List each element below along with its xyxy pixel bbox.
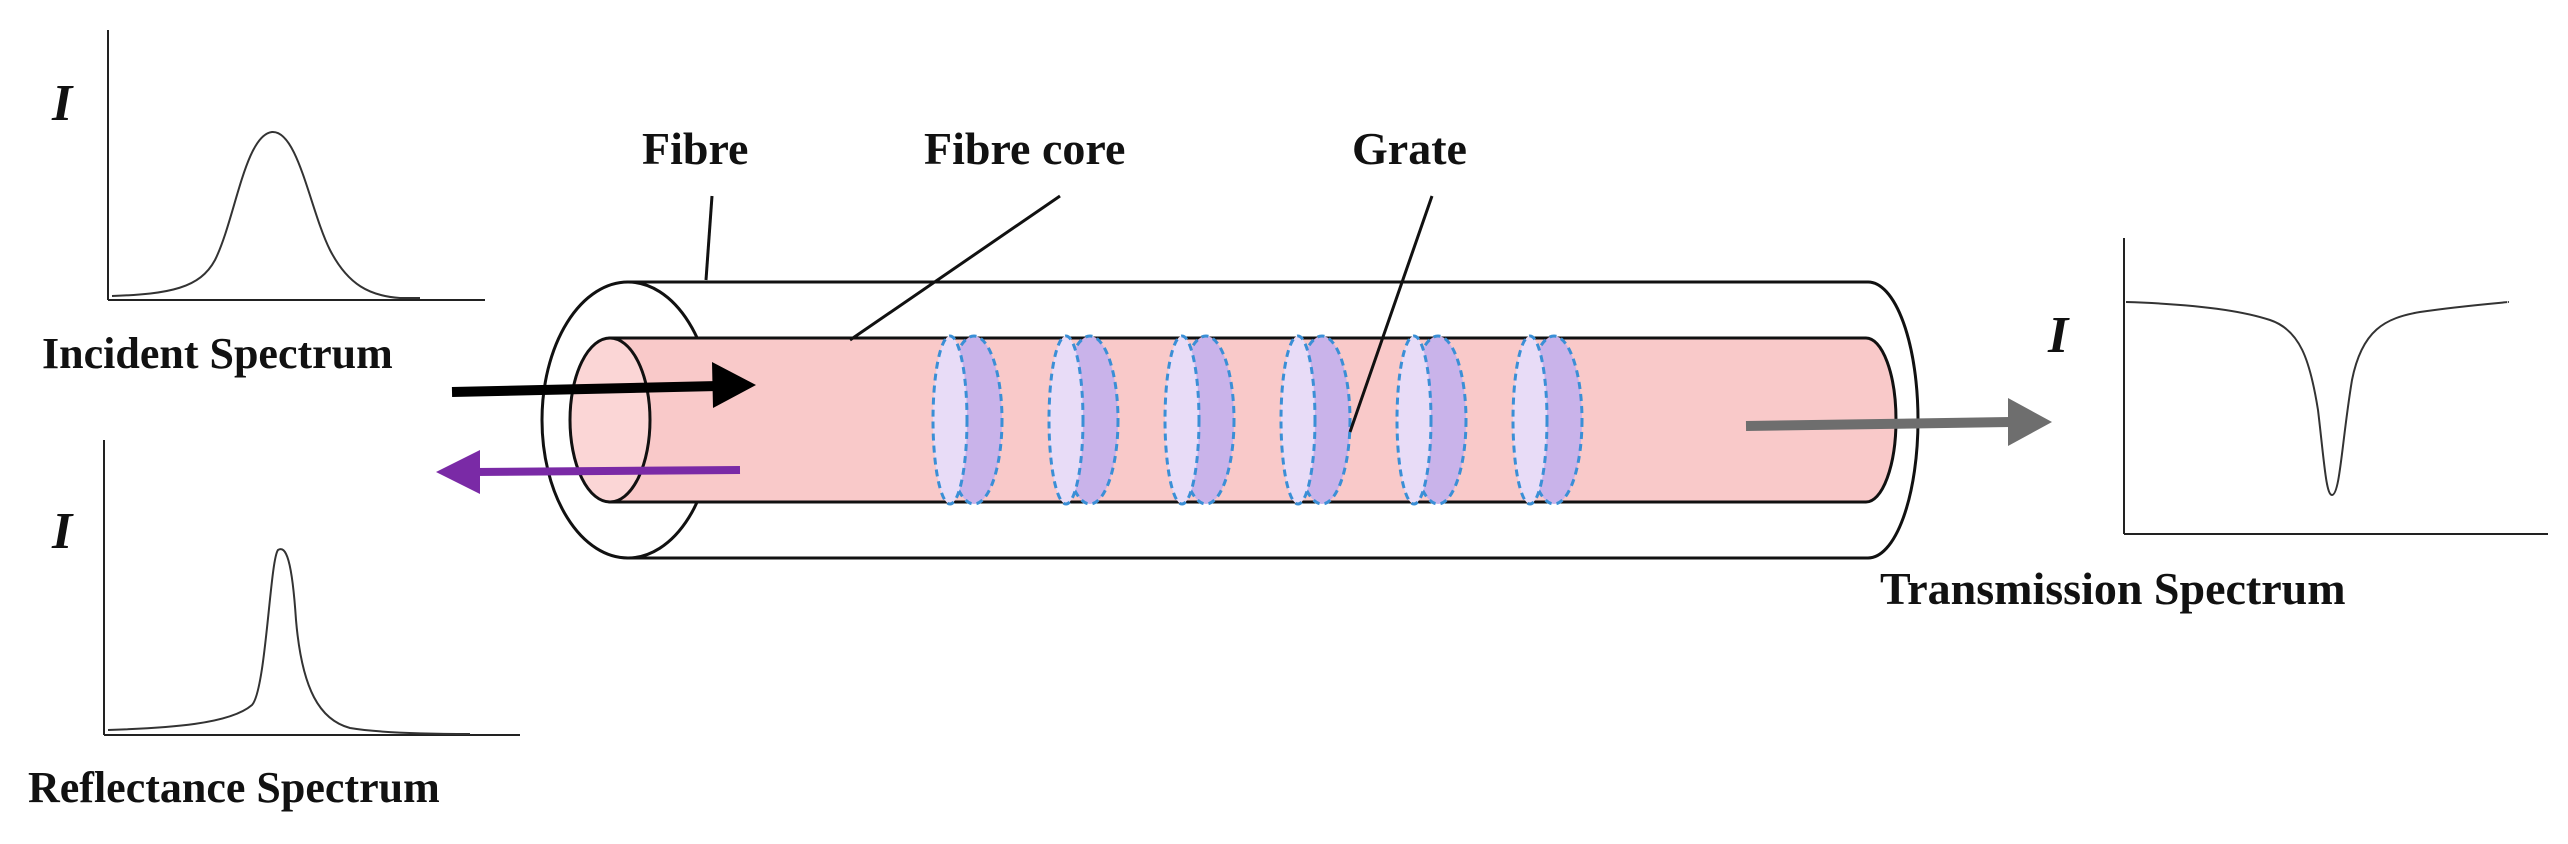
incident-curve (111, 130, 420, 299)
incident-spectrum-plot: I Incident Spectrum (42, 30, 485, 378)
grate-label: Grate (1352, 123, 1467, 174)
grating-element (1279, 334, 1352, 506)
grating-element (1047, 334, 1120, 506)
fibre-leader-line (704, 195, 714, 281)
incident-spectrum-label: Incident Spectrum (42, 329, 393, 378)
bragg-grating (931, 334, 1584, 506)
reflectance-curve (107, 548, 471, 735)
transmission-spectrum-plot: I Transmission Spectrum (1880, 238, 2548, 614)
incident-axis-label: I (51, 75, 74, 132)
grating-element (1163, 334, 1236, 506)
transmission-spectrum-label: Transmission Spectrum (1880, 563, 2346, 614)
transmission-axis-label: I (2047, 307, 2070, 364)
grating-element (931, 334, 1004, 506)
grate-leader-line (1348, 195, 1434, 433)
reflectance-spectrum-label: Reflectance Spectrum (28, 763, 440, 812)
fibre-label: Fibre (642, 123, 748, 174)
transmission-curve (2125, 301, 2510, 497)
transmitted-light-arrow (1745, 398, 2052, 446)
reflectance-axis-label: I (51, 503, 74, 560)
reflectance-spectrum-plot: I Reflectance Spectrum (28, 440, 520, 812)
fibre-core-leader-line (849, 194, 1061, 342)
core-end-face (568, 336, 652, 504)
fibre-core-label: Fibre core (924, 123, 1125, 174)
incident-light-arrow (451, 362, 756, 408)
grating-element (1395, 334, 1468, 506)
reflected-light-arrow (436, 450, 741, 494)
grating-element (1511, 334, 1584, 506)
